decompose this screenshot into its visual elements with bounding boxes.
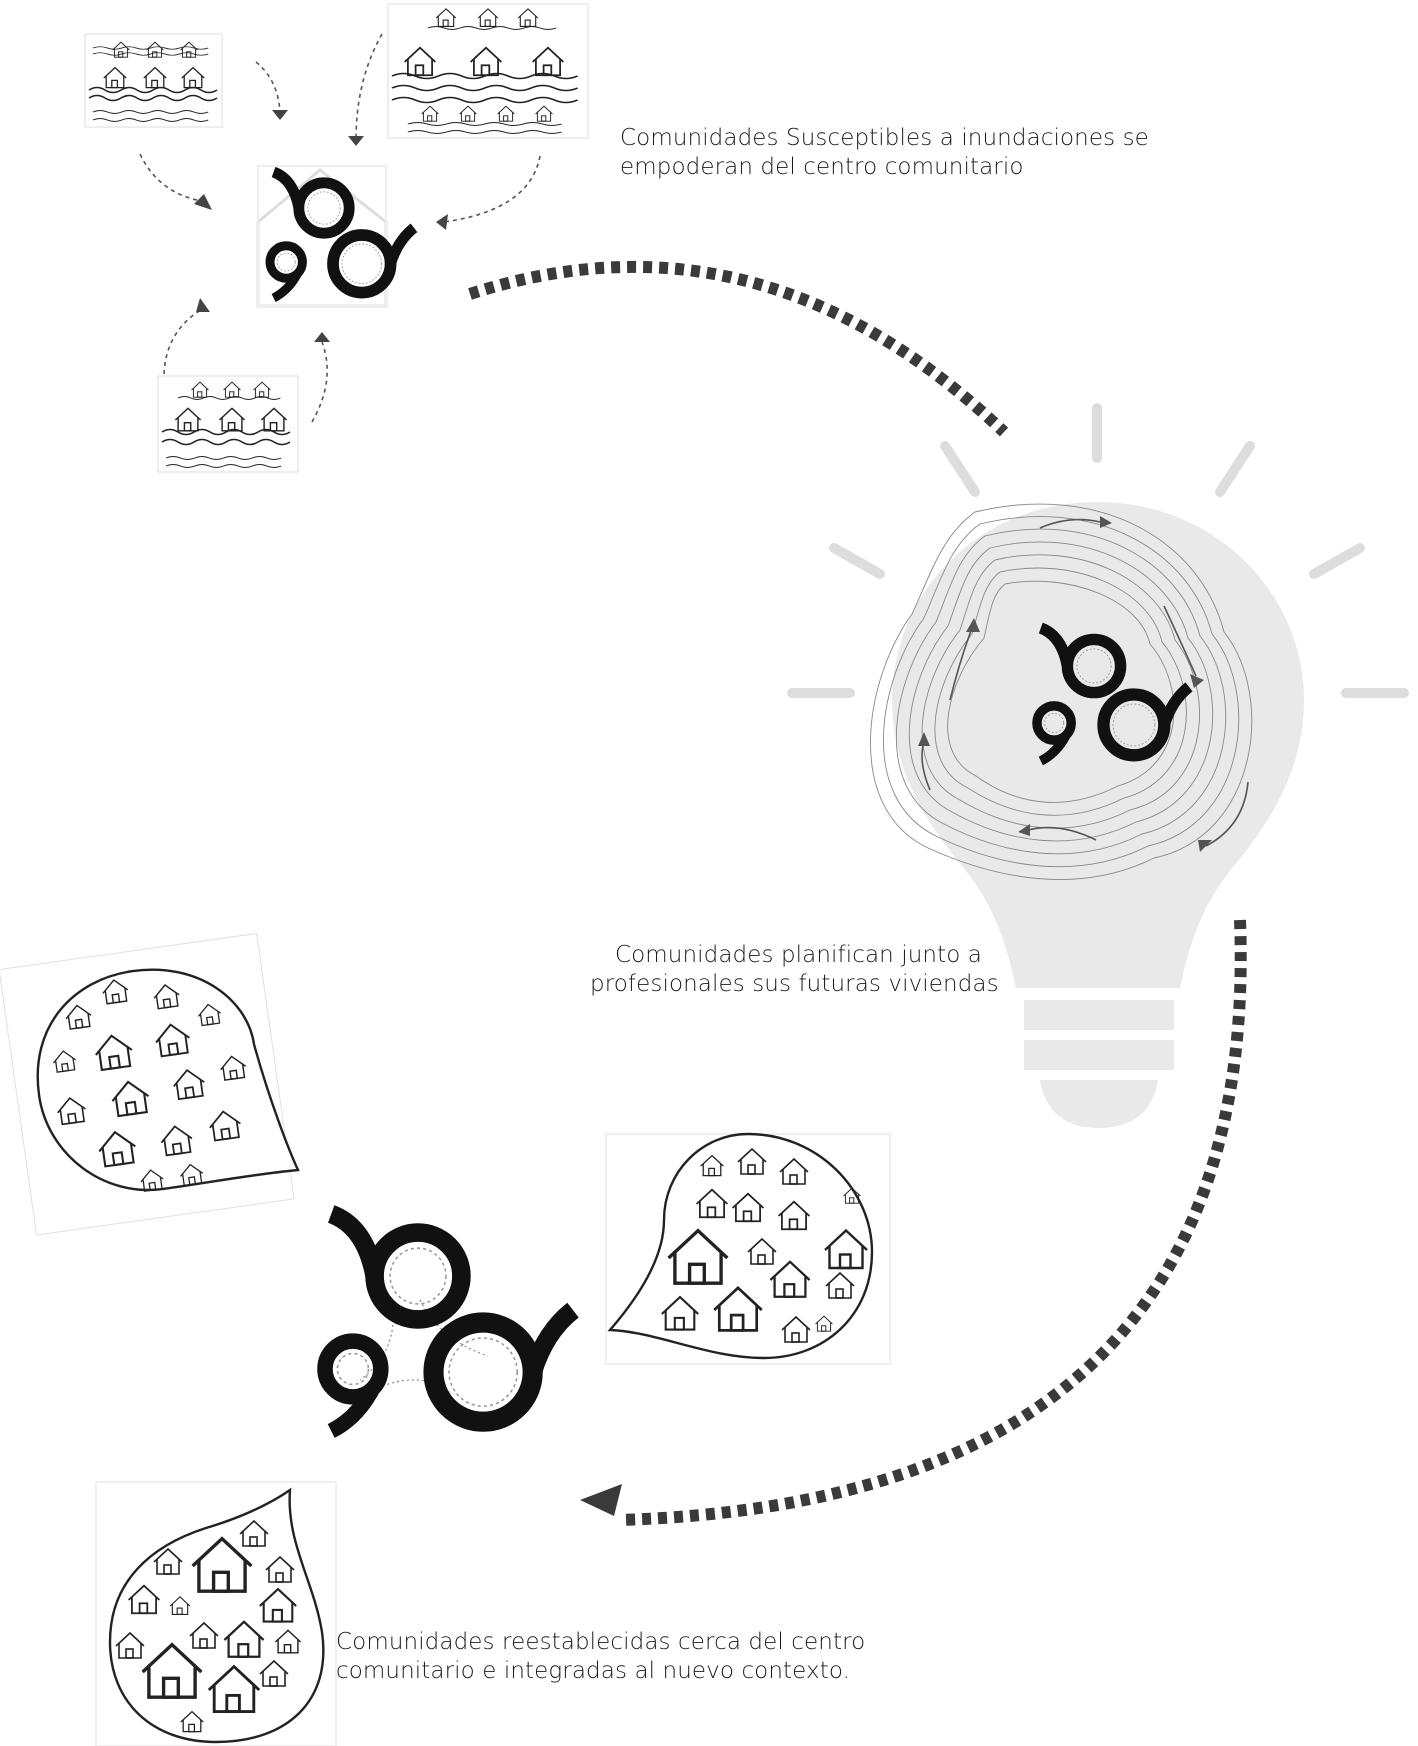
caption-plan-line-2: profesionales sus futuras viviendas xyxy=(590,971,999,997)
caption-plan-line-1: Comunidades planifican junto a xyxy=(614,942,982,968)
new-communities-group xyxy=(0,932,891,1746)
community-center-logo-icon xyxy=(325,1214,573,1431)
lightbulb-globe xyxy=(892,502,1304,988)
community-center-logo-icon xyxy=(270,172,414,298)
caption-resettle: Comunidades reestablecidas cerca del cen… xyxy=(336,1628,865,1686)
caption-empower-line-2: empoderan del centro comunitario xyxy=(620,154,1024,180)
inflow-arrowheads xyxy=(194,110,448,342)
flow-arrows xyxy=(921,518,1249,847)
cycle-arrow-top xyxy=(468,260,1009,437)
cycle-arrow-bottom xyxy=(580,919,1247,1526)
cycle-arrowhead xyxy=(580,1484,622,1516)
caption-empower: Comunidades Susceptibles a inundaciones … xyxy=(620,124,1149,182)
caption-resettle-line-1: Comunidades reestablecidas cerca del cen… xyxy=(336,1629,866,1655)
inflow-arrows xyxy=(139,33,541,423)
house-cluster-icon xyxy=(95,1481,337,1746)
flood-communities-group xyxy=(84,3,589,473)
flow-arrowheads xyxy=(918,516,1212,852)
lightbulb-base-ring-2 xyxy=(1024,1040,1174,1070)
flooded-houses-icon xyxy=(387,3,589,139)
house-cluster-icon xyxy=(605,1132,891,1365)
caption-resettle-line-2: comunitario e integradas al nuevo contex… xyxy=(336,1658,851,1684)
flooded-houses-icon xyxy=(84,33,223,128)
caption-empower-line-1: Comunidades Susceptibles a inundaciones … xyxy=(620,125,1149,151)
lightbulb-base-ring-1 xyxy=(1024,1000,1174,1030)
caption-plan: Comunidades planifican junto a profesion… xyxy=(590,941,999,999)
lightbulb-cap xyxy=(1040,1080,1158,1128)
lightbulb-rays xyxy=(787,403,1409,698)
dotted-connectors xyxy=(359,1299,489,1393)
house-cluster-icon xyxy=(0,932,300,1236)
lightbulb-icon xyxy=(787,403,1409,1128)
flooded-houses-icon xyxy=(157,375,299,473)
